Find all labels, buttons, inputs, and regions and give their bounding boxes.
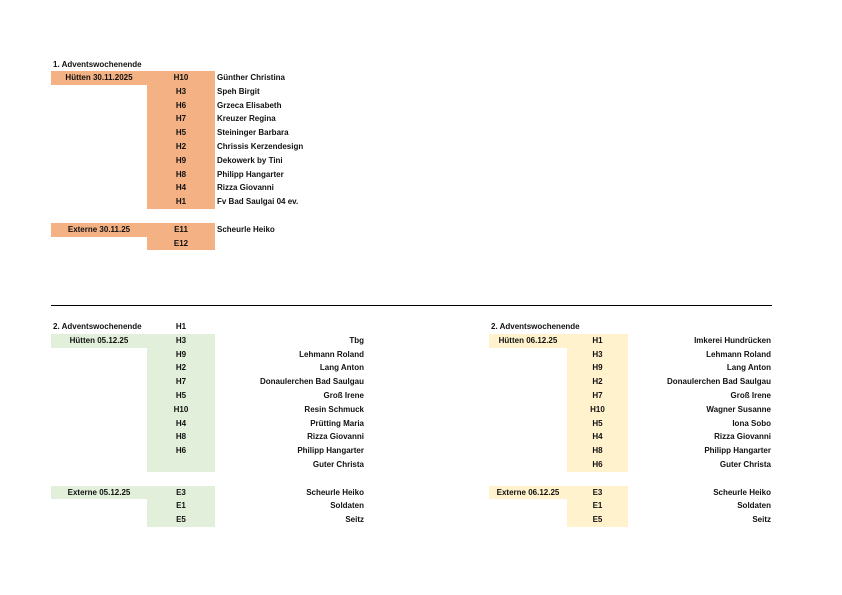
cell-code[interactable]: H10 (567, 402, 628, 417)
cell-code[interactable]: H3 (567, 347, 628, 362)
cell-name[interactable]: Seitz (752, 515, 771, 525)
cell-name[interactable]: Guter Christa (719, 460, 771, 469)
cell-name[interactable]: Soldaten (330, 501, 364, 511)
cell-code[interactable]: H6 (147, 98, 215, 113)
cell-name[interactable]: Lang Anton (319, 363, 364, 373)
huetten-label[interactable]: Hütten 06.12.25 (489, 333, 567, 348)
cell-code[interactable]: H7 (147, 375, 215, 389)
cell-name[interactable]: Groß Irene (323, 391, 364, 400)
section-title: 2. Adventswochenende (491, 322, 580, 331)
cell-code[interactable]: H7 (567, 389, 628, 403)
cell-name[interactable]: Kreuzer Regina (217, 114, 276, 124)
cell-name[interactable]: Fv Bad Saulgai 04 ev. (217, 197, 299, 207)
cell-name[interactable]: Lehmann Roland (706, 349, 771, 359)
cell-name[interactable]: Soldaten (737, 501, 771, 511)
cell-name[interactable]: Grzeca Elisabeth (217, 100, 282, 110)
cell-name[interactable]: Guter Christa (312, 460, 364, 469)
cell-name[interactable]: Lehmann Roland (299, 349, 364, 359)
cell-code[interactable]: H7 (147, 112, 215, 127)
externe-label[interactable]: Externe 30.11.25 (51, 222, 147, 237)
cell-code[interactable]: H1 (147, 195, 215, 209)
cell-code[interactable]: H5 (147, 389, 215, 403)
cell-name[interactable]: Rizza Giovanni (714, 432, 771, 442)
cell-code[interactable]: E3 (567, 485, 628, 500)
cell-name[interactable]: Günther Christina (217, 73, 286, 82)
cell-name[interactable]: Chrissis Kerzendesign (217, 142, 304, 151)
cell-name[interactable]: Rizza Giovanni (307, 432, 364, 442)
cell-name[interactable]: Philipp Hangarter (704, 446, 771, 456)
cell-code[interactable]: H10 (147, 71, 215, 85)
cell-code[interactable]: E1 (567, 499, 628, 514)
cell-name[interactable]: Groß Irene (730, 391, 771, 400)
cell-code[interactable]: H3 (147, 333, 215, 348)
cell-code[interactable]: H10 (147, 402, 215, 417)
cell-name[interactable]: Seitz (345, 515, 364, 525)
cell-code[interactable]: H5 (567, 416, 628, 431)
externe-label[interactable]: Externe 05.12.25 (51, 485, 147, 500)
section-divider (51, 304, 772, 306)
cell-code[interactable]: E3 (147, 485, 215, 500)
cell-name[interactable]: Donaulerchen Bad Saulgau (666, 377, 771, 387)
cell-code[interactable]: E12 (147, 236, 215, 251)
cell-name[interactable]: Rizza Giovanni (217, 183, 274, 193)
cell-name[interactable]: Philipp Hangarter (217, 169, 284, 179)
cell-name[interactable]: Speh Birgit (217, 86, 260, 96)
cell-code[interactable]: H2 (147, 140, 215, 154)
cell-name[interactable]: Tbg (349, 335, 364, 345)
cell-code[interactable]: H9 (147, 153, 215, 168)
cell-name[interactable]: Scheurle Heiko (306, 487, 364, 497)
cell-name[interactable]: Dekowerk by Tini (217, 155, 283, 165)
cell-name[interactable]: Imkerei Hundrücken (694, 335, 771, 345)
cell-code[interactable]: H8 (147, 167, 215, 182)
cell-code[interactable]: H4 (147, 416, 215, 431)
cell-code[interactable]: H6 (147, 444, 215, 458)
cell-name[interactable]: Prütting Maria (310, 418, 364, 428)
cell-code[interactable]: E11 (147, 222, 215, 237)
cell-code[interactable]: H4 (567, 430, 628, 445)
cell-code[interactable]: H6 (567, 458, 628, 472)
cell-code[interactable]: H9 (147, 347, 215, 362)
externe-label[interactable]: Externe 06.12.25 (489, 485, 567, 500)
cell-code[interactable]: H8 (147, 430, 215, 445)
cell-name[interactable]: Steininger Barbara (217, 128, 289, 138)
cell-name[interactable]: Resin Schmuck (304, 404, 364, 414)
cell-name[interactable]: Iona Sobo (732, 418, 771, 428)
cell-code[interactable]: H9 (567, 361, 628, 376)
section-title: 1. Adventswochenende (53, 59, 142, 69)
cell-code[interactable]: H2 (147, 361, 215, 376)
cell-code[interactable]: H2 (567, 375, 628, 389)
cell-name[interactable]: Wagner Susanne (706, 404, 771, 414)
cell-name[interactable]: Lang Anton (726, 363, 771, 373)
cell-code[interactable] (147, 458, 215, 472)
cell-code[interactable]: H3 (147, 84, 215, 99)
cell-name[interactable]: Scheurle Heiko (713, 487, 771, 497)
huetten-label[interactable]: Hütten 30.11.2025 (51, 71, 147, 85)
huetten-label[interactable]: Hütten 05.12.25 (51, 333, 147, 348)
cell-code[interactable]: E1 (147, 499, 215, 514)
cell-code[interactable]: H4 (147, 181, 215, 196)
cell-code[interactable]: E5 (147, 513, 215, 527)
section-title: 2. Adventswochenende (53, 322, 142, 331)
cell-name[interactable]: Philipp Hangarter (297, 446, 364, 456)
cell-name[interactable]: Scheurle Heiko (217, 224, 275, 234)
cell-name[interactable]: Donaulerchen Bad Saulgau (259, 377, 364, 387)
cell-code[interactable]: H5 (147, 126, 215, 140)
cell-code[interactable]: E5 (567, 513, 628, 527)
cell-code[interactable]: H8 (567, 444, 628, 458)
cell-code[interactable]: H1 (567, 333, 628, 348)
cell-code[interactable]: H1 (175, 322, 187, 331)
